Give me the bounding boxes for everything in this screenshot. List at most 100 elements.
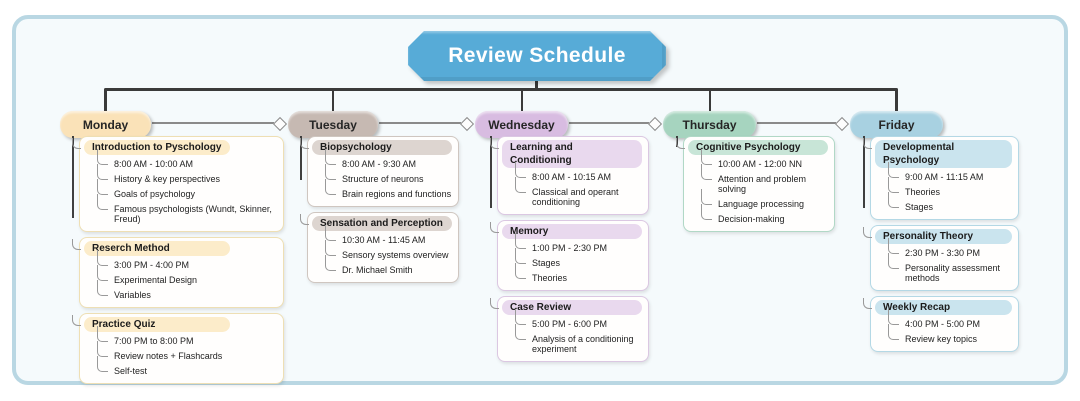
topic-title-pill: Practice Quiz (84, 317, 230, 332)
topic-title-pill: Reserch Method (84, 241, 230, 256)
detail-item[interactable]: 3:00 PM - 4:00 PM (84, 250, 277, 272)
detail-item[interactable]: Theories (502, 263, 642, 285)
day-node-thursday[interactable]: Thursday (663, 111, 756, 138)
topic-title: Introduction to Pyschology (92, 142, 222, 153)
column-line (490, 136, 492, 208)
branch-line (104, 89, 107, 113)
detail-item[interactable]: Famous psychologists (Wundt, Skinner, Fr… (84, 194, 277, 226)
detail-item[interactable]: 8:00 AM - 10:15 AM (502, 162, 642, 184)
detail-item[interactable]: Analysis of a conditioning experiment (502, 324, 642, 356)
detail-item[interactable]: Self-test (84, 356, 277, 378)
sequence-link (379, 122, 461, 124)
sequence-link (569, 122, 649, 124)
topic-title: Weekly Recap (883, 302, 951, 313)
topic-title-pill: Personality Theory (875, 229, 1012, 244)
topic-title-pill: Sensation and Perception (312, 216, 452, 231)
detail-item[interactable]: Goals of psychology (84, 179, 277, 201)
detail-item[interactable]: 5:00 PM - 6:00 PM (502, 309, 642, 331)
detail-item[interactable]: Classical and operant conditioning (502, 177, 642, 209)
root-node-shape: Review Schedule (408, 31, 666, 81)
detail-item[interactable]: 4:00 PM - 5:00 PM (875, 309, 1012, 331)
root-node-label: Review Schedule (448, 44, 626, 67)
detail-item[interactable]: Experimental Design (84, 265, 277, 287)
detail-item[interactable]: Structure of neurons (312, 164, 452, 186)
day-node-label: Tuesday (309, 117, 357, 132)
column-line (72, 136, 74, 218)
day-node-wednesday[interactable]: Wednesday (475, 111, 568, 138)
detail-item[interactable]: Review notes + Flashcards (84, 341, 277, 363)
sequence-link (757, 122, 836, 124)
detail-item[interactable]: Language processing (688, 189, 828, 211)
day-node-label: Friday (878, 117, 915, 132)
topic-title: Cognitive Psychology (696, 142, 801, 153)
detail-item[interactable]: Personality assessment methods (875, 253, 1012, 285)
topic-title: Case Review (510, 302, 572, 313)
detail-item[interactable]: Variables (84, 280, 277, 302)
branch-line (709, 90, 711, 113)
detail-item[interactable]: Attention and problem solving (688, 164, 828, 196)
detail-item[interactable]: Stages (875, 192, 1012, 214)
detail-item[interactable]: Stages (502, 248, 642, 270)
detail-item[interactable]: 7:00 PM to 8:00 PM (84, 326, 277, 348)
detail-item[interactable]: 10:30 AM - 11:45 AM (312, 225, 452, 247)
detail-item[interactable]: Sensory systems overview (312, 240, 452, 262)
detail-item[interactable]: History & key perspectives (84, 164, 277, 186)
topic-title-pill: Biopsychology (312, 140, 452, 155)
topic-title-pill: Memory (502, 224, 642, 239)
day-node-label: Wednesday (488, 117, 555, 132)
detail-item[interactable]: Review key topics (875, 324, 1012, 346)
topic-title: Personality Theory (883, 231, 974, 242)
sequence-link (152, 122, 274, 124)
trunk-line (104, 88, 898, 91)
root-connector-line (535, 80, 538, 90)
day-node-monday[interactable]: Monday (60, 111, 151, 138)
detail-item[interactable]: 8:00 AM - 9:30 AM (312, 149, 452, 171)
detail-item[interactable]: Theories (875, 177, 1012, 199)
topic-title-pill: Introduction to Pyschology (84, 140, 230, 155)
topic-title: Memory (510, 226, 549, 237)
topic-title: Developmental Psychology (883, 142, 955, 166)
topic-title: Learning and Conditioning (510, 142, 573, 166)
root-node[interactable]: Review Schedule (408, 31, 666, 81)
topic-title: Reserch Method (92, 243, 170, 254)
topic-title-pill: Weekly Recap (875, 300, 1012, 315)
topic-title: Sensation and Perception (320, 218, 443, 229)
detail-item[interactable]: 10:00 AM - 12:00 NN (688, 149, 828, 171)
branch-line (895, 89, 898, 113)
detail-item[interactable]: Dr. Michael Smith (312, 255, 452, 277)
detail-item[interactable]: 2:30 PM - 3:30 PM (875, 238, 1012, 260)
column-line (863, 136, 865, 208)
detail-item[interactable]: 1:00 PM - 2:30 PM (502, 233, 642, 255)
detail-item[interactable]: 9:00 AM - 11:15 AM (875, 162, 1012, 184)
topic-title-pill: Cognitive Psychology (688, 140, 828, 155)
day-node-tuesday[interactable]: Tuesday (288, 111, 378, 138)
day-node-friday[interactable]: Friday (850, 111, 943, 138)
branch-line (521, 90, 523, 113)
detail-item[interactable]: Decision-making (688, 204, 828, 226)
detail-item[interactable]: Brain regions and functions (312, 179, 452, 201)
day-node-label: Thursday (682, 117, 737, 132)
detail-item[interactable]: 8:00 AM - 10:00 AM (84, 149, 277, 171)
topic-title: Biopsychology (320, 142, 392, 153)
column-line (300, 136, 302, 180)
